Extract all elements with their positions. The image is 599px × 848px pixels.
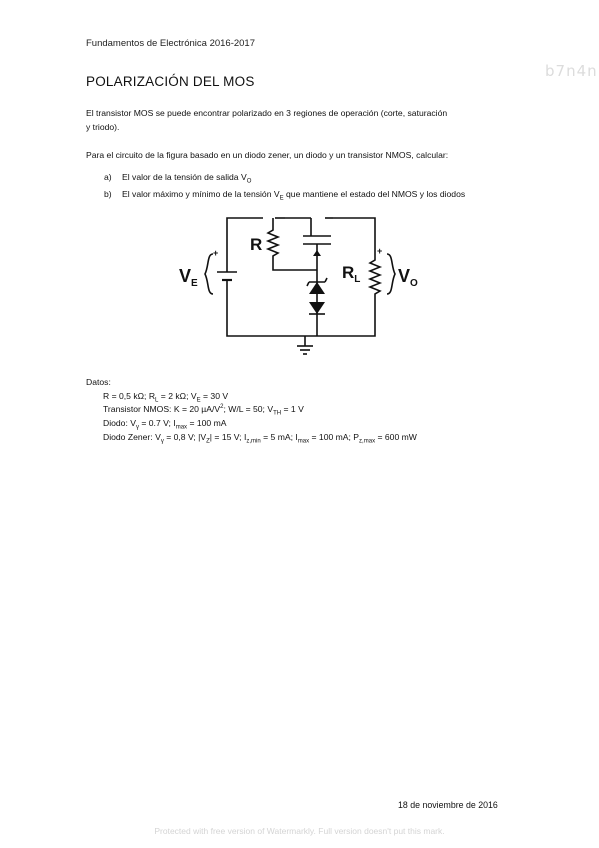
label-ve-main: V bbox=[179, 266, 191, 286]
datos-heading: Datos: bbox=[86, 377, 111, 387]
mosfet-arrow bbox=[313, 250, 321, 256]
task-paragraph: Para el circuito de la figura basado en … bbox=[86, 150, 449, 160]
datos-line-nmos: Transistor NMOS: K = 20 µA/V2; W/L = 50;… bbox=[103, 404, 304, 417]
intro-paragraph: El transistor MOS se puede encontrar pol… bbox=[86, 106, 516, 134]
label-ve-sub: E bbox=[191, 278, 198, 289]
label-rl-main: R bbox=[342, 263, 354, 282]
wire-right-bottom bbox=[226, 290, 376, 337]
question-a-text: El valor de la tensión de salida V bbox=[122, 172, 247, 182]
wire-top-right bbox=[333, 217, 376, 256]
label-vo: VO bbox=[398, 266, 418, 289]
question-a-sub: O bbox=[246, 178, 252, 185]
label-vo-main: V bbox=[398, 266, 410, 286]
label-ve: VE bbox=[179, 266, 198, 289]
plus-vo: + bbox=[377, 246, 382, 256]
datos-l1-c: = 30 V bbox=[200, 391, 229, 401]
plus-ve: + bbox=[213, 248, 218, 258]
question-a: a) El valor de la tensión de salida VO bbox=[104, 172, 251, 185]
question-b: b) El valor máximo y mínimo de la tensión… bbox=[104, 189, 465, 202]
question-b-tail: que mantiene el estado del NMOS y los di… bbox=[283, 189, 466, 199]
resistor-r bbox=[265, 218, 317, 271]
datos-l2-sub: TH bbox=[273, 410, 282, 417]
datos-l1-b: = 2 kΩ; V bbox=[158, 391, 197, 401]
label-vo-sub: O bbox=[410, 278, 418, 289]
intro-line-1: El transistor MOS se puede encontrar pol… bbox=[86, 108, 448, 118]
label-rl-sub: L bbox=[354, 274, 360, 285]
page-header: Fundamentos de Electrónica 2016-2017 bbox=[86, 38, 256, 49]
datos-l4-e: = 100 mA; P bbox=[309, 432, 360, 442]
question-b-text: El valor máximo y mínimo de la tensión V bbox=[122, 189, 280, 199]
datos-l4-d: = 5 mA; I bbox=[260, 432, 298, 442]
question-a-marker: a) bbox=[104, 172, 112, 182]
brace-vo bbox=[386, 253, 396, 295]
label-rl: RL bbox=[342, 263, 360, 285]
datos-l3-sub: γ bbox=[135, 424, 139, 431]
datos-l3-a: Diodo: V bbox=[103, 418, 136, 428]
datos-line-diodo: Diodo: Vγ = 0.7 V; Imax = 100 mA bbox=[103, 418, 227, 431]
label-r: R bbox=[250, 235, 262, 254]
diode-triangle bbox=[309, 302, 325, 314]
datos-l1-a: R = 0,5 kΩ; R bbox=[103, 391, 156, 401]
brace-ve bbox=[204, 253, 214, 295]
datos-l1-sub2: E bbox=[196, 397, 201, 404]
datos-l2-b: ; W/L = 50; V bbox=[223, 404, 274, 414]
wire-left-top bbox=[226, 217, 263, 258]
datos-l1-sub: L bbox=[155, 397, 159, 404]
datos-l4-b: = 0,8 V; |V bbox=[163, 432, 207, 442]
intro-line-2: y triodo). bbox=[86, 122, 120, 132]
datos-l4-sub1: γ bbox=[160, 438, 164, 445]
datos-line-resistors: R = 0,5 kΩ; RL = 2 kΩ; VE = 30 V bbox=[103, 391, 228, 404]
datos-l2-c: = 1 V bbox=[281, 404, 304, 414]
datos-line-zener: Diodo Zener: Vγ = 0,8 V; |VZ| = 15 V; Iz… bbox=[103, 432, 417, 445]
datos-l3-sub2: max bbox=[175, 424, 188, 431]
datos-l4-a: Diodo Zener: V bbox=[103, 432, 161, 442]
datos-l4-c: | = 15 V; I bbox=[209, 432, 247, 442]
datos-l3-c: = 100 mA bbox=[187, 418, 227, 428]
zener-triangle bbox=[309, 282, 325, 294]
datos-l2-a: Transistor NMOS: K = 20 µA/V bbox=[103, 404, 221, 414]
datos-l3-b: = 0.7 V; I bbox=[138, 418, 176, 428]
circuit-diagram: R VE RL VO + + bbox=[179, 217, 418, 355]
datos-l2-sup: 2 bbox=[220, 404, 224, 411]
datos-l4-sub2: Z bbox=[206, 438, 210, 445]
watermark-top: b7n4n bbox=[545, 62, 598, 80]
datos-l4-sub3: z,min bbox=[246, 438, 261, 445]
datos-l4-sub5: z,max bbox=[359, 438, 376, 445]
watermark-bottom: Protected with free version of Watermark… bbox=[154, 826, 445, 836]
resistor-rl bbox=[367, 256, 383, 298]
datos-l4-sub4: max bbox=[297, 438, 310, 445]
question-b-sub: E bbox=[279, 195, 284, 202]
footer-date: 18 de noviembre de 2016 bbox=[398, 800, 498, 810]
section-title: POLARIZACIÓN DEL MOS bbox=[86, 74, 255, 89]
datos-l4-f: = 600 mW bbox=[375, 432, 417, 442]
question-b-marker: b) bbox=[104, 189, 112, 199]
